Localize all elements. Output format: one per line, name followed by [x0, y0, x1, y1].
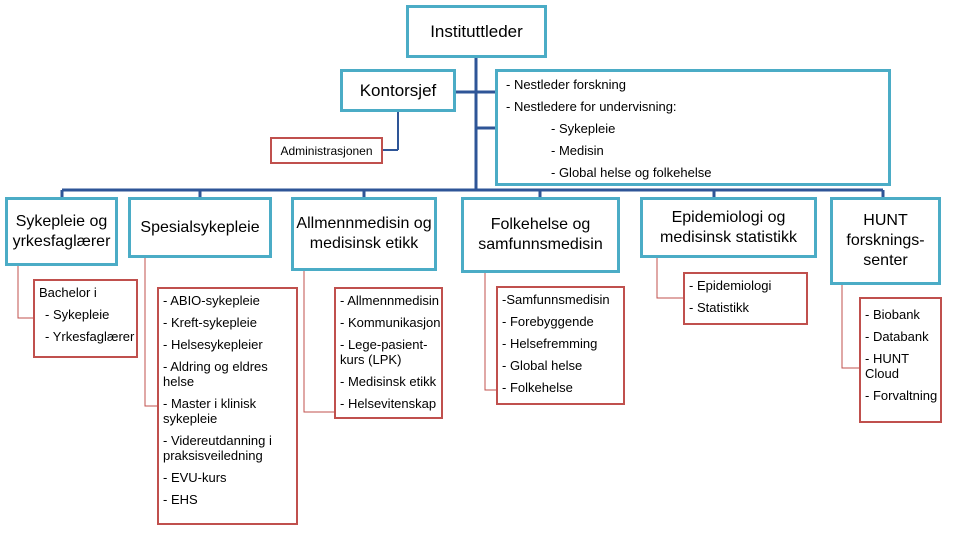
- sub-item: - ABIO-sykepleie: [163, 293, 260, 308]
- sub-item: - Biobank: [865, 307, 920, 322]
- unit-label-specialist-nursing: Spesialsykepleie: [140, 218, 260, 236]
- sub-box-public-health: -Samfunnsmedisin - Forebyggende - Helsef…: [496, 286, 625, 405]
- unit-box-general-medicine: Allmennmedisin og medisinsk etikk: [291, 197, 437, 271]
- sub-item: Bachelor i: [39, 285, 97, 300]
- administration-box: Administrasjonen: [270, 137, 383, 164]
- sub-item: - HUNT Cloud: [865, 351, 909, 381]
- deputy-teaching-medicine: - Medisin: [551, 143, 604, 158]
- connector-sub-5: [656, 258, 683, 299]
- sub-item: - Forvaltning: [865, 388, 938, 403]
- sub-item: - Kreft-sykepleie: [163, 315, 257, 330]
- unit-box-nursing: Sykepleie og yrkesfaglærer: [5, 197, 118, 266]
- unit-box-epidemiology: Epidemiologi og medisinsk statistikk: [640, 197, 817, 258]
- sub-item: - Kommunikasjon: [340, 315, 441, 330]
- unit-label-public-health: Folkehelse og samfunnsmedisin: [478, 216, 603, 253]
- sub-box-hunt: - Biobank - Databank - HUNT Cloud - Forv…: [859, 297, 942, 423]
- sub-item: - Global helse: [502, 358, 583, 373]
- sub-item: - Master i klinisk sykepleie: [163, 396, 257, 426]
- sub-item: - Allmennmedisin: [340, 293, 439, 308]
- sub-item: - EVU-kurs: [163, 470, 227, 485]
- sub-box-specialist-nursing: - ABIO-sykepleie - Kreft-sykepleie - Hel…: [157, 287, 298, 525]
- administration-label: Administrasjonen: [280, 143, 373, 158]
- unit-box-specialist-nursing: Spesialsykepleie: [128, 197, 272, 258]
- sub-box-general-medicine: - Allmennmedisin - Kommunikasjon - Lege-…: [334, 287, 443, 419]
- sub-item: - Videreutdanning i praksisveiledning: [163, 433, 272, 463]
- unit-label-hunt: HUNT forsknings-senter: [846, 212, 925, 269]
- unit-box-hunt: HUNT forsknings-senter: [830, 197, 941, 285]
- unit-label-epidemiology: Epidemiologi og medisinsk statistikk: [660, 208, 797, 246]
- deputy-teaching-nursing: - Sykepleie: [551, 121, 616, 136]
- deputy-teaching: - Nestledere for undervisning:: [506, 99, 677, 114]
- sub-box-nursing: Bachelor i - Sykepleie - Yrkesfaglærer: [33, 279, 138, 358]
- sub-item: - Medisinsk etikk: [340, 374, 437, 389]
- institute-leader-label: Instituttleder: [430, 21, 523, 41]
- deputy-research: - Nestleder forskning: [506, 77, 626, 92]
- deputy-teaching-global-health: - Global helse og folkehelse: [551, 165, 712, 180]
- connector-sub-2: [144, 258, 158, 407]
- unit-label-nursing: Sykepleie og yrkesfaglærer: [12, 212, 111, 250]
- connector-sub-6: [841, 285, 859, 369]
- connector-sub-4: [484, 273, 496, 391]
- sub-item: - Epidemiologi: [689, 278, 772, 293]
- connector-sub-3: [303, 271, 334, 413]
- office-manager-box: Kontorsjef: [340, 69, 456, 112]
- institute-leader-box: Instituttleder: [406, 5, 547, 58]
- sub-item: - Lege-pasient-kurs (LPK): [340, 337, 428, 367]
- unit-box-public-health: Folkehelse og samfunnsmedisin: [461, 197, 620, 273]
- sub-item: - Statistikk: [689, 300, 749, 315]
- sub-box-epidemiology: - Epidemiologi - Statistikk: [683, 272, 808, 325]
- sub-item: - Helsesykepleier: [163, 337, 263, 352]
- sub-item: - Aldring og eldres helse: [163, 359, 268, 389]
- deputies-box: - Nestleder forskning - Nestledere for u…: [495, 69, 891, 186]
- sub-item: -Samfunnsmedisin: [502, 292, 610, 307]
- sub-item: - Sykepleie: [45, 307, 110, 322]
- unit-label-general-medicine: Allmennmedisin og medisinsk etikk: [296, 215, 432, 252]
- sub-item: - Forebyggende: [502, 314, 594, 329]
- sub-item: - Yrkesfaglærer: [45, 329, 135, 344]
- office-manager-label: Kontorsjef: [359, 80, 437, 100]
- sub-item: - EHS: [163, 492, 198, 507]
- sub-item: - Databank: [865, 329, 929, 344]
- sub-item: - Helsevitenskap: [340, 396, 437, 411]
- connector-sub-1: [17, 266, 33, 319]
- sub-item: - Folkehelse: [502, 380, 573, 395]
- sub-item: - Helsefremming: [502, 336, 598, 351]
